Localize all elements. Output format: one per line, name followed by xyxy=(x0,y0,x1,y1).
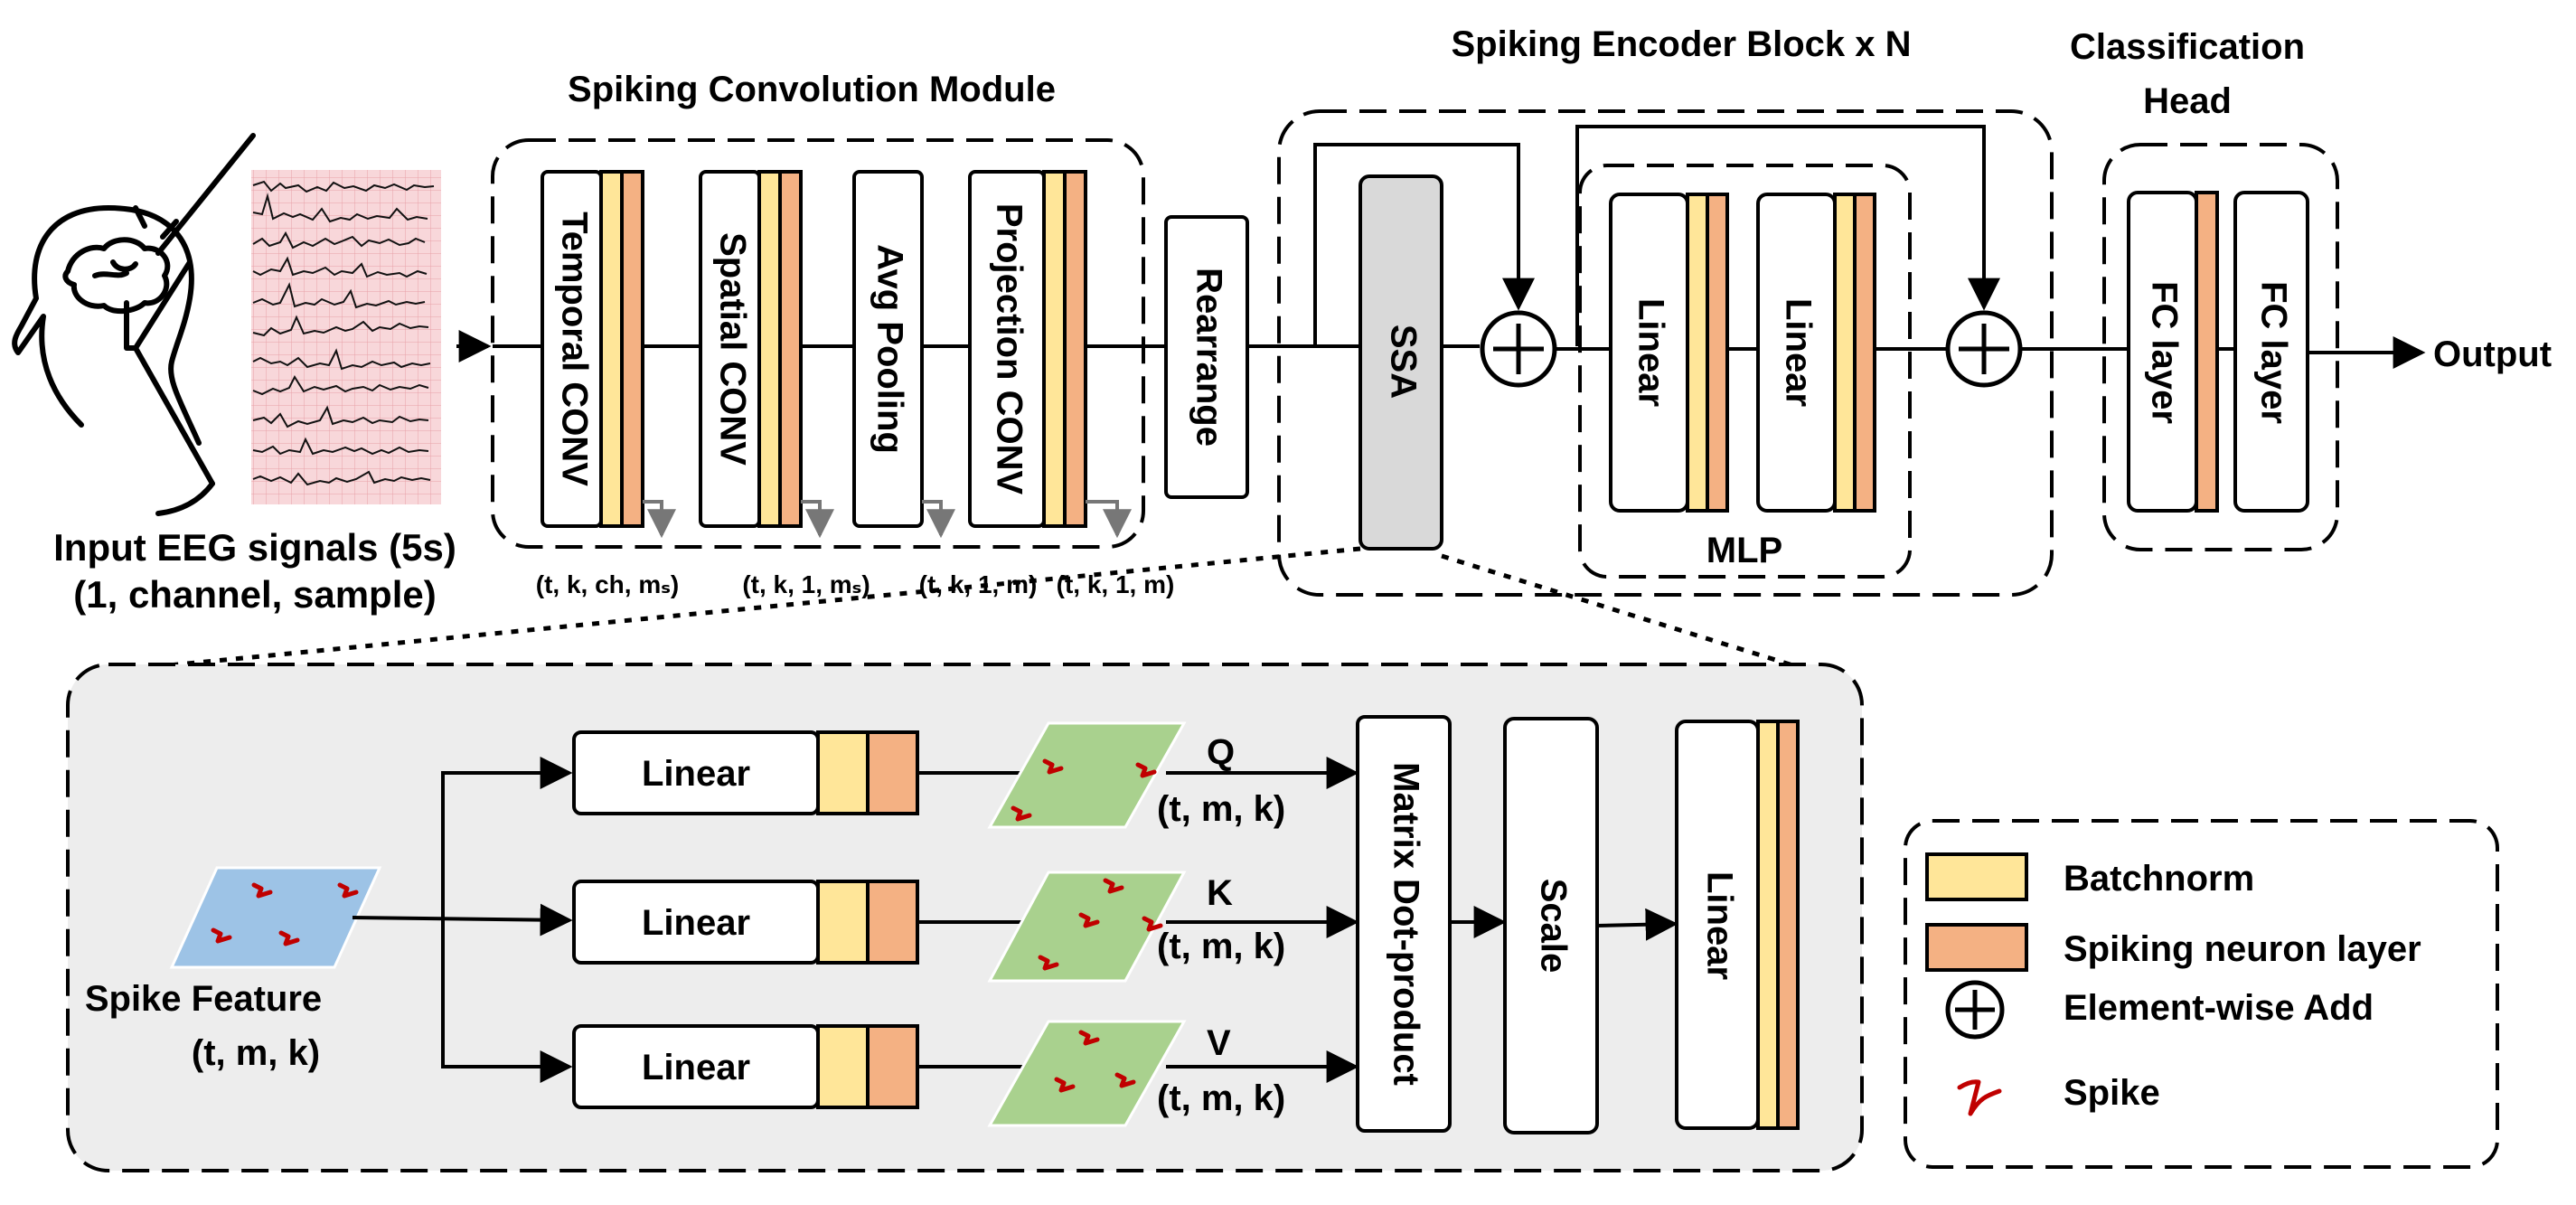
dim-spatial: (t, k, 1, mₛ) xyxy=(742,570,870,598)
ssa-output-linear-block: Linear xyxy=(1675,720,1800,1130)
linear-k-block: Linear xyxy=(572,880,919,965)
mlp-linear-2-label: Linear xyxy=(1778,298,1818,407)
spike-feature-plane xyxy=(169,866,382,969)
legend-spiking-swatch xyxy=(1925,923,2028,972)
scale-label: Scale xyxy=(1533,879,1573,974)
k-letter: K xyxy=(1207,873,1233,913)
fc-layer-1-label: FC layer xyxy=(2144,281,2184,424)
mlp-label: MLP xyxy=(1706,531,1782,570)
linear-q-label: Linear xyxy=(642,754,750,794)
rearrange-label: Rearrange xyxy=(1189,268,1228,447)
v-plane xyxy=(987,1020,1187,1127)
ssa-block: SSA xyxy=(1359,174,1443,551)
add-circle-1 xyxy=(1480,310,1557,388)
q-dims: (t, m, k) xyxy=(1157,789,1285,829)
legend-spike-icon xyxy=(1957,1079,2002,1116)
conv-output-arrows xyxy=(643,500,1132,539)
mlp-frame xyxy=(1578,164,1912,579)
spike-feature-label: Spike Feature xyxy=(85,979,322,1019)
linear-v-label: Linear xyxy=(642,1048,750,1087)
input-caption-line2: (1, channel, sample) xyxy=(73,573,436,616)
k-plane xyxy=(987,871,1187,983)
projection-conv-label: Projection CONV xyxy=(989,203,1029,495)
v-letter: V xyxy=(1207,1023,1231,1063)
legend-spiking-label: Spiking neuron layer xyxy=(2064,929,2421,969)
conv-module-title: Spiking Convolution Module xyxy=(568,70,1056,109)
eeg-signals-image xyxy=(251,170,441,504)
linear-to-plane-lines xyxy=(917,771,1026,1068)
legend-add-icon xyxy=(1945,980,2005,1040)
encoder-frame xyxy=(1277,109,2054,597)
plane-to-matmul-arrows xyxy=(1166,757,1359,1083)
ssa-zoom-lines xyxy=(85,546,1800,676)
linear-q-block: Linear xyxy=(572,730,919,815)
legend-frame xyxy=(1904,819,2499,1169)
mlp-linear-1-label: Linear xyxy=(1631,298,1670,407)
mlp-linear-2-block: Linear xyxy=(1756,193,1876,513)
spatial-conv-label: Spatial CONV xyxy=(712,232,752,466)
scale-block: Scale xyxy=(1503,717,1599,1134)
legend-batchnorm-swatch xyxy=(1925,852,2028,901)
head-icon xyxy=(12,133,256,516)
fc-layer-2-label: FC layer xyxy=(2253,281,2293,424)
temporal-conv-label: Temporal CONV xyxy=(554,212,594,486)
qkv-branch-lines xyxy=(352,757,573,1083)
spike-feature-dims: (t, m, k) xyxy=(192,1033,320,1073)
q-letter: Q xyxy=(1207,732,1235,772)
residual-path-1 xyxy=(1313,143,1535,346)
encoder-title: Spiking Encoder Block x N xyxy=(1451,24,1911,64)
projection-conv-block: Projection CONV xyxy=(968,170,1087,528)
dim-projection: (t, k, 1, m) xyxy=(1057,570,1175,598)
legend-spike-label: Spike xyxy=(2064,1073,2160,1113)
fc-layer-2-block: FC layer xyxy=(2233,191,2309,513)
dim-pooling: (t, k, 1, m) xyxy=(919,570,1038,598)
legend-batchnorm-label: Batchnorm xyxy=(2064,859,2254,899)
ssa-label: SSA xyxy=(1383,325,1423,399)
rearrange-block: Rearrange xyxy=(1164,215,1249,499)
matmul-label: Matrix Dot-product xyxy=(1386,762,1425,1086)
matrix-dot-product-block: Matrix Dot-product xyxy=(1356,715,1452,1133)
fc-layer-1-block: FC layer xyxy=(2127,191,2219,513)
input-caption-line1: Input EEG signals (5s) xyxy=(53,526,456,569)
output-label: Output xyxy=(2433,334,2552,374)
legend-add-label: Element-wise Add xyxy=(2064,988,2374,1028)
add-circle-2 xyxy=(1945,310,2023,388)
head-title-line1: Classification xyxy=(2070,27,2305,67)
head-title-line2: Head xyxy=(2143,81,2232,121)
temporal-conv-block: Temporal CONV xyxy=(541,170,644,528)
linear-k-label: Linear xyxy=(642,903,750,943)
ssa-output-linear-label: Linear xyxy=(1699,871,1739,980)
conv-module-frame xyxy=(491,138,1145,549)
q-plane xyxy=(987,721,1187,829)
head-frame xyxy=(2102,143,2339,551)
linear-v-block: Linear xyxy=(572,1024,919,1109)
dim-temporal: (t, k, ch, mₛ) xyxy=(536,570,679,598)
scale-to-linear-arrow xyxy=(1596,908,1678,941)
k-dims: (t, m, k) xyxy=(1157,927,1285,966)
spatial-conv-block: Spatial CONV xyxy=(699,170,803,528)
avg-pooling-block: Avg Pooling xyxy=(852,170,924,528)
v-dims: (t, m, k) xyxy=(1157,1078,1285,1118)
avg-pooling-label: Avg Pooling xyxy=(870,244,909,454)
residual-path-2 xyxy=(1575,125,2000,346)
mlp-linear-1-block: Linear xyxy=(1609,193,1729,513)
